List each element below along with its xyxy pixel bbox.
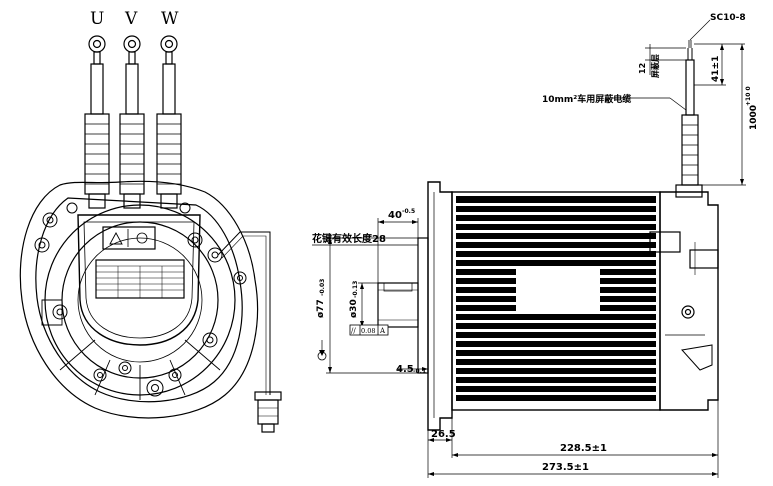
datum-circle [317, 351, 327, 361]
dim-shaft-tol: -0.13 [352, 281, 359, 298]
dim-pilot-tol: -0.03 [319, 279, 326, 296]
cable-length: 1000 [749, 105, 759, 130]
dim-shaft-diameter: ø30 [349, 299, 359, 318]
cable-lead-length: 41±1 [711, 56, 721, 82]
phase-label-w: W [161, 9, 179, 29]
dim-spline-length-tol: -0.5 [402, 208, 415, 215]
dim-body-length: 228.5±1 [560, 443, 607, 454]
datum-triangle [319, 350, 325, 356]
cable-terminal-label: SC10-8 [710, 13, 746, 23]
gdt-value: 0.08 [361, 327, 375, 335]
dim-spline-length: 40 [388, 210, 402, 221]
cable-length-tol: +10 0 [745, 86, 752, 106]
dimension-lines [312, 43, 746, 478]
dim-front-length: 26.5 [431, 429, 456, 440]
cable-shield-label: 屏蔽层 [650, 54, 660, 78]
phase-label-v: V [124, 9, 138, 29]
motor-side-view [377, 19, 719, 431]
dim-pilot-diameter: ø77 [316, 299, 326, 318]
gdt-datum: A [379, 327, 386, 335]
gdt-frame: // 0.08 A [349, 324, 389, 336]
cable-strip-length: 12 [638, 63, 647, 74]
phase-leads [84, 35, 182, 209]
gdt-symbol: // [351, 327, 356, 335]
phase-label-u: U [90, 9, 104, 29]
dim-total-length: 273.5±1 [542, 462, 589, 473]
cable-type-label: 10mm²车用屏蔽电缆 [542, 93, 631, 105]
motor-end-view [19, 180, 282, 433]
dim-flange-tol: -0.1 [413, 368, 426, 375]
dim-flange: 4.5 [396, 364, 414, 375]
spline-effective-length-label: 花键有效长度28 [312, 232, 386, 245]
